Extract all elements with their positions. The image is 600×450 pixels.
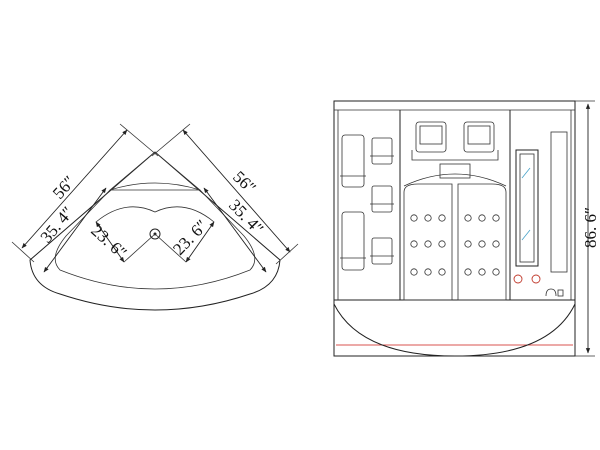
mirror-frame — [515, 149, 539, 267]
seat-top-arc — [403, 173, 507, 187]
seat-back-right — [457, 183, 507, 301]
small-shelf-2 — [371, 185, 393, 213]
corner-seat-curve — [109, 182, 201, 191]
mirror-reflection-1 — [521, 167, 531, 179]
jet-icon — [464, 268, 472, 276]
plan-view: 56″ 56″ 35. 4″ 35. 4″ 23. 6″ 23. 6″ — [11, 123, 299, 311]
ext-line-outer-right-top — [151, 123, 191, 157]
jet-icon — [464, 214, 472, 222]
overhead-shower-left-inner — [419, 125, 443, 145]
dim-label-outer-left: 56″ — [49, 172, 79, 203]
dim-line-inner-left-diag — [123, 233, 156, 263]
front-frame — [333, 100, 576, 357]
massage-jets-left — [410, 214, 446, 276]
jet-icon — [478, 214, 486, 222]
control-knob-right-icon — [531, 274, 541, 284]
control-panel-bracket — [411, 150, 499, 161]
overhead-shower-right-inner — [467, 125, 491, 145]
jet-icon — [478, 240, 486, 248]
overhead-shower-left-icon — [415, 121, 447, 153]
power-switch-icon — [557, 289, 564, 297]
dim-line-inner-left — [95, 221, 125, 263]
jet-icon — [438, 268, 446, 276]
tub-front-curve — [333, 303, 576, 357]
dim-line-mid-right — [203, 187, 267, 273]
jet-icon — [410, 214, 418, 222]
jet-icon — [464, 240, 472, 248]
seat-back-left — [403, 183, 453, 301]
jet-icon — [492, 214, 500, 222]
dim-line-mid-left — [43, 187, 107, 273]
left-tall-shelf-bottom — [341, 211, 365, 271]
left-tall-shelf-top — [341, 134, 365, 188]
overhead-shower-right-icon — [463, 121, 495, 153]
dim-label-outer-right: 56″ — [229, 167, 260, 197]
tub-outline — [29, 151, 281, 311]
dim-label-inner-right: 23. 6″ — [169, 216, 211, 259]
ext-line-outer-left-top — [119, 123, 159, 157]
dim-label-height: 86. 6″ — [581, 207, 600, 248]
jet-icon — [410, 240, 418, 248]
dim-label-inner-left: 23. 6″ — [87, 221, 130, 263]
jet-icon — [438, 240, 446, 248]
jet-icon — [492, 268, 500, 276]
jet-icon — [492, 240, 500, 248]
jet-icon — [478, 268, 486, 276]
back-right-wall — [154, 151, 201, 191]
dim-line-inner-right-diag — [154, 233, 187, 263]
jet-icon — [424, 214, 432, 222]
small-shelf-1 — [371, 137, 393, 165]
back-left-wall — [109, 151, 156, 191]
side-panel-handle — [550, 131, 568, 273]
ext-line-outer-left-bottom — [11, 241, 35, 263]
jet-icon — [424, 240, 432, 248]
massage-jets-right — [464, 214, 500, 276]
control-knob-left-icon — [513, 274, 523, 284]
jet-icon — [410, 268, 418, 276]
radio-display — [439, 163, 471, 179]
ext-line-outer-right-bottom — [275, 243, 299, 265]
jet-icon — [438, 214, 446, 222]
mirror-reflection-2 — [521, 229, 531, 241]
drain-icon — [149, 228, 161, 240]
dim-line-inner-right — [185, 221, 215, 263]
dim-label-mid-right: 35. 4″ — [225, 196, 267, 239]
small-shelf-3 — [371, 237, 393, 265]
front-view: 86. 6″ — [333, 100, 600, 357]
mirror-glass — [519, 153, 535, 263]
jet-icon — [424, 268, 432, 276]
speaker-icon — [545, 288, 557, 297]
